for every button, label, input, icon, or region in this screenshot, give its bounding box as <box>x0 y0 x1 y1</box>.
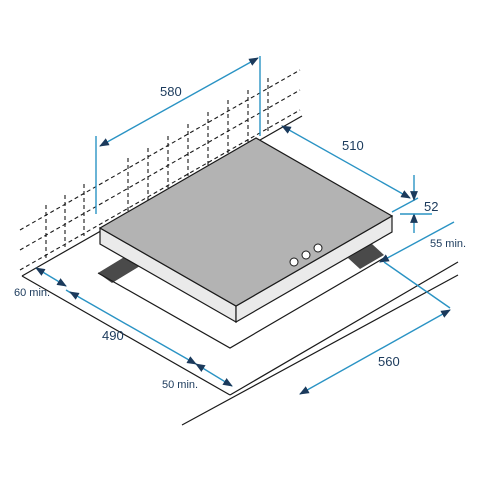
dimension-label-55-min: 55 min. <box>430 238 466 250</box>
dimension-label-580: 580 <box>160 84 182 99</box>
cutout-gap-left <box>98 256 140 283</box>
dimension-label-60-min: 60 min. <box>14 287 50 299</box>
dimension-label-50-min: 50 min. <box>162 379 198 391</box>
control-knob-icon <box>289 257 299 267</box>
dimension-rear-clearance: 55 min. <box>379 221 466 263</box>
control-knob-icon <box>301 250 311 260</box>
cutout-gap-right <box>348 244 384 269</box>
dimension-width-overall: 580 <box>95 56 261 214</box>
dimension-cutout-depth: 490 <box>69 291 197 365</box>
dimension-label-510: 510 <box>342 138 364 153</box>
dimension-height: 52 <box>400 175 438 233</box>
dimension-label-560: 560 <box>378 354 400 369</box>
dimension-cutout-width: 560 <box>299 261 451 395</box>
dimension-label-52: 52 <box>424 199 438 214</box>
dimension-label-490: 490 <box>102 328 124 343</box>
dimension-front-clearance: 50 min. <box>162 363 233 391</box>
dimension-side-clearance-left: 60 min. <box>14 267 77 299</box>
control-knob-icon <box>313 243 323 253</box>
hob <box>98 137 394 324</box>
